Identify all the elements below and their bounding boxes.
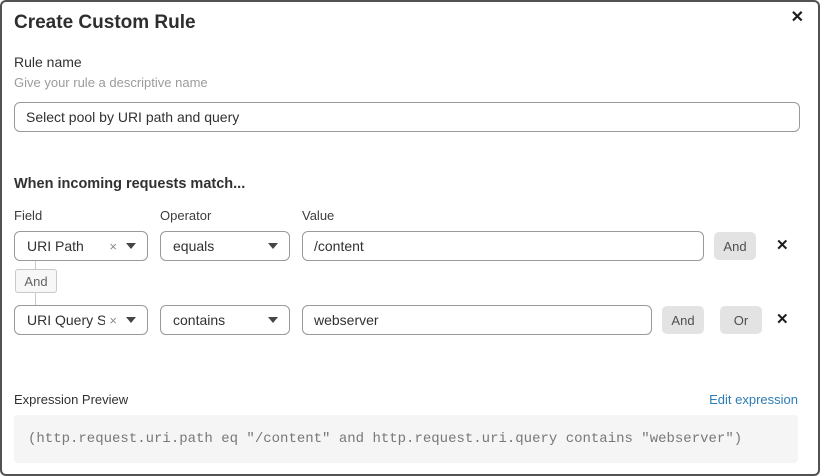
or-button-row2[interactable]: Or <box>720 306 762 334</box>
field-select-row2[interactable]: URI Query St... × <box>14 305 148 335</box>
value-input-row2[interactable] <box>302 305 652 335</box>
chevron-down-icon <box>126 317 136 323</box>
value-input-row1[interactable] <box>302 231 704 261</box>
connector-line-bottom <box>35 293 36 305</box>
field-select-row2-value: URI Query St... <box>27 312 105 328</box>
match-heading: When incoming requests match... <box>14 176 246 192</box>
clear-field-icon[interactable]: × <box>109 238 117 254</box>
remove-row2-icon[interactable]: ✕ <box>776 311 789 328</box>
connector-and-badge[interactable]: And <box>15 269 57 293</box>
chevron-down-icon <box>268 243 278 249</box>
field-column-label: Field <box>14 208 43 223</box>
rule-name-label: Rule name <box>14 54 82 70</box>
clear-field-icon[interactable]: × <box>109 312 117 328</box>
operator-select-row1-value: equals <box>173 238 215 254</box>
value-column-label: Value <box>302 208 335 223</box>
operator-select-row1[interactable]: equals <box>160 231 290 261</box>
and-button-row2[interactable]: And <box>662 306 704 334</box>
expression-preview-label: Expression Preview <box>14 392 129 407</box>
connector-line-top <box>35 261 36 269</box>
chevron-down-icon <box>268 317 278 323</box>
rule-name-input[interactable] <box>14 102 800 132</box>
operator-select-row2-value: contains <box>173 312 226 328</box>
chevron-down-icon <box>126 243 136 249</box>
field-select-row1[interactable]: URI Path × <box>14 231 148 261</box>
remove-row1-icon[interactable]: ✕ <box>776 237 789 254</box>
operator-column-label: Operator <box>160 208 212 223</box>
close-icon[interactable]: ✕ <box>790 9 804 26</box>
operator-select-row2[interactable]: contains <box>160 305 290 335</box>
dialog-title: Create Custom Rule <box>14 12 196 33</box>
rule-name-help-text: Give your rule a descriptive name <box>14 75 208 90</box>
field-select-row1-value: URI Path <box>27 238 84 254</box>
expression-code: (http.request.uri.path eq "/content" and… <box>28 431 743 447</box>
expression-code-block: (http.request.uri.path eq "/content" and… <box>14 415 798 463</box>
edit-expression-link[interactable]: Edit expression <box>709 392 798 407</box>
and-button-row1[interactable]: And <box>714 232 756 260</box>
